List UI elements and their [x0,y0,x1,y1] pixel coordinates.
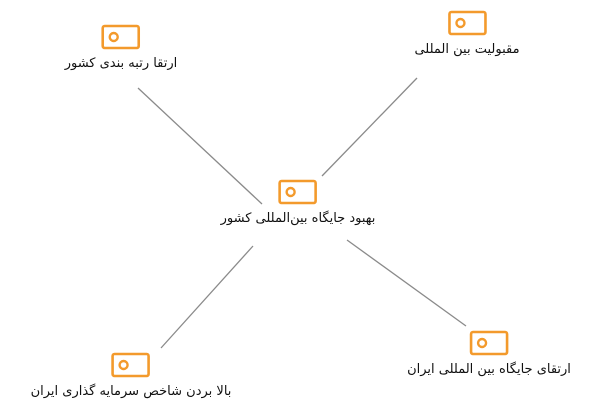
branch-node-ranking[interactable]: ارتقا رتبه بندی کشور [64,24,178,72]
connector-line-bottom-left [160,245,254,349]
tag-icon [278,179,318,205]
connector-line-bottom-right [346,239,467,327]
connector-line-top-right [321,77,418,177]
central-node[interactable]: بهبود جایگاه بین‌المللی کشور [220,179,376,227]
tag-icon [447,10,487,36]
branch-label: ارتقا رتبه بندی کشور [64,56,178,71]
tag-icon [101,24,141,50]
branch-node-international-position[interactable]: ارتقای جایگاه بین المللی ایران [407,330,571,378]
tag-icon [469,330,509,356]
central-label: بهبود جایگاه بین‌المللی کشور [220,211,376,226]
branch-label: ارتقای جایگاه بین المللی ایران [407,362,571,377]
branch-label: مقبولیت بین المللی [414,42,520,57]
branch-node-investment-index[interactable]: بالا بردن شاخص سرمایه گذاری ایران [30,352,232,400]
tag-icon [111,352,151,378]
branch-node-acceptance[interactable]: مقبولیت بین المللی [414,10,520,58]
connector-line-top-left [137,87,263,205]
branch-label: بالا بردن شاخص سرمایه گذاری ایران [30,384,232,399]
